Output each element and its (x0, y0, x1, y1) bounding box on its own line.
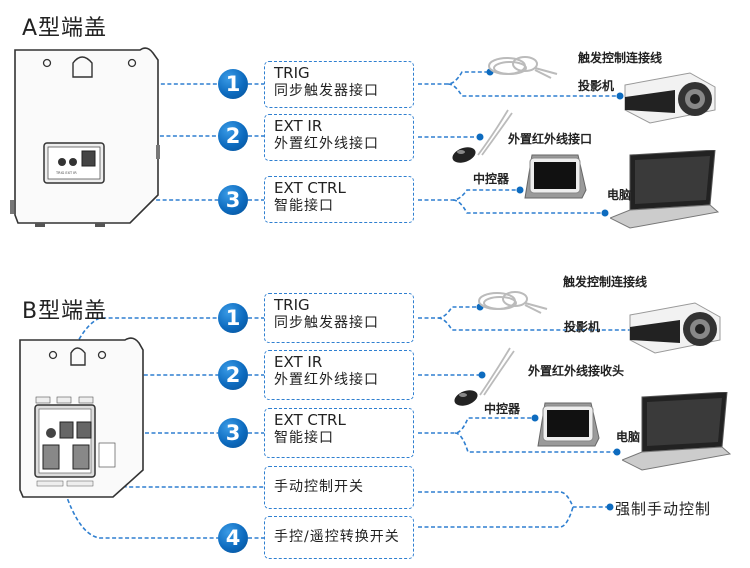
line-b-trig-cable (418, 306, 480, 319)
label-b-trigger-cable: 触发控制连接线 (563, 275, 648, 289)
trigger-cable-icon (478, 291, 548, 314)
port-cn-label: 同步触发器接口 (274, 315, 379, 331)
port-box-b-ext-ir: EXT IR 外置红外线接口 (264, 350, 414, 400)
port-box-b-ext-ctrl: EXT CTRL 智能接口 (264, 408, 414, 458)
port-box-b-trig: TRIG 同步触发器接口 (264, 293, 414, 343)
line-b-controller (418, 417, 535, 434)
line-a-controller (418, 189, 520, 201)
label-b-manual-override: 强制手动控制 (615, 500, 712, 518)
line-b-computer (454, 432, 617, 453)
port-cn-label: 外置红外线接口 (274, 136, 379, 152)
label-b-projector: 投影机 (564, 320, 601, 334)
label-a-projector: 投影机 (578, 79, 615, 93)
line-b-projector (437, 317, 635, 331)
trigger-cable-icon (488, 56, 558, 79)
port-badge-b-3: 3 (218, 418, 248, 448)
laptop-icon (610, 150, 720, 229)
port-box-b-manual-switch: 手动控制开关 (264, 466, 414, 509)
controller-icon (524, 154, 587, 199)
line-a-computer (452, 199, 605, 214)
line-a-trig-cable (418, 71, 490, 85)
port-cn-label: 智能接口 (274, 198, 334, 214)
svg-text:TRIG EXT IR: TRIG EXT IR (55, 171, 77, 175)
port-badge-b-4: 4 (218, 523, 248, 553)
a-end-cap-illustration: TRIG EXT IR (10, 47, 160, 227)
port-en-label: EXT CTRL (274, 179, 346, 197)
label-a-controller: 中控器 (473, 172, 510, 186)
projector-icon (624, 72, 716, 124)
ir-receiver-icon (452, 109, 513, 163)
controller-icon (537, 402, 600, 447)
port-cn-label: 智能接口 (274, 430, 334, 446)
port-badge-b-1: 1 (218, 303, 248, 333)
port-cn-label: 外置红外线接口 (274, 372, 379, 388)
port-cn-label: 同步触发器接口 (274, 83, 379, 99)
line-a-projector (447, 83, 620, 97)
port-cn-label: 手动控制开关 (274, 479, 364, 495)
port-box-a-ext-ctrl: EXT CTRL 智能接口 (264, 176, 414, 223)
port-en-label: EXT IR (274, 353, 323, 371)
b-end-cap-illustration (19, 337, 144, 498)
projector-icon (629, 302, 721, 354)
port-box-a-ext-ir: EXT IR 外置红外线接口 (264, 114, 414, 161)
port-cn-label: 手控/遥控转换开关 (274, 529, 400, 545)
label-b-ir: 外置红外线接收头 (528, 364, 625, 378)
line-b-manual-out (418, 491, 610, 508)
label-a-computer: 电脑 (607, 188, 632, 202)
ir-receiver-icon (454, 347, 515, 406)
laptop-icon (622, 392, 732, 471)
section-a-title: A型端盖 (22, 16, 108, 41)
port-en-label: EXT IR (274, 117, 323, 135)
port-badge-a-1: 1 (218, 69, 248, 99)
port-box-b-mode-switch: 手控/遥控转换开关 (264, 516, 414, 559)
port-badge-a-3: 3 (218, 185, 248, 215)
port-en-label: EXT CTRL (274, 411, 346, 429)
label-a-trigger-cable: 触发控制连接线 (578, 51, 663, 65)
label-b-controller: 中控器 (484, 402, 521, 416)
port-en-label: TRIG (274, 64, 310, 82)
section-b-title: B型端盖 (22, 299, 108, 324)
label-a-ir: 外置红外线接口 (508, 132, 593, 146)
port-badge-a-2: 2 (218, 121, 248, 151)
port-en-label: TRIG (274, 296, 310, 314)
port-badge-b-2: 2 (218, 360, 248, 390)
port-box-a-trig: TRIG 同步触发器接口 (264, 61, 414, 108)
label-b-computer: 电脑 (616, 430, 641, 444)
